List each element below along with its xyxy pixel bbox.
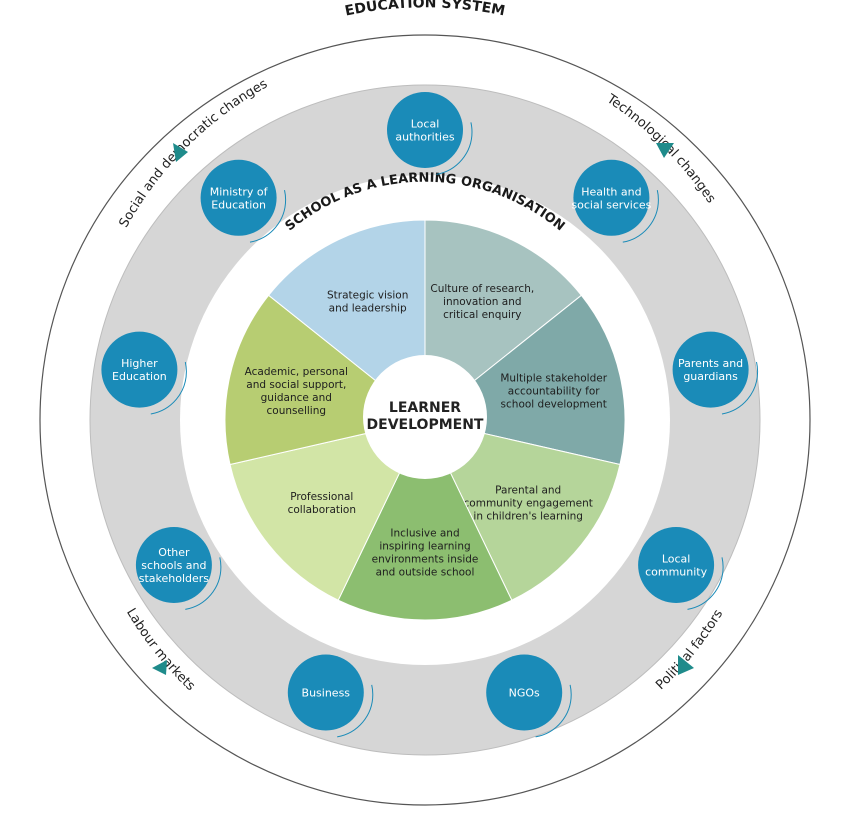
stakeholder-label: social services (571, 198, 651, 211)
stakeholder-arc (99, 328, 187, 416)
dimension-label: community engagement (464, 497, 593, 509)
stakeholder-label: guardians (683, 370, 738, 383)
dimension-label: and leadership (329, 303, 407, 315)
stakeholder-label: Local (411, 118, 440, 131)
dimension-label: Professional (290, 491, 353, 503)
stakeholder-circle (573, 159, 650, 236)
stakeholder-arc (199, 156, 287, 244)
dimension-label: innovation and (443, 296, 522, 308)
stakeholder-arc (134, 523, 222, 611)
dimension-segment (424, 419, 621, 601)
stakeholder-circle (387, 92, 463, 168)
stakeholder-circle (486, 654, 563, 731)
stakeholder-label: Other (158, 546, 190, 559)
arrow-icon (678, 655, 694, 675)
outer-title: EDUCATION SYSTEM (344, 0, 507, 20)
stakeholder-label: Business (302, 687, 351, 700)
stakeholder-label: Higher (121, 357, 158, 370)
stakeholder-label: Health and (581, 185, 641, 198)
dimension-label: guidance and (261, 392, 332, 404)
stakeholder-circle (287, 654, 364, 731)
stakeholder-arc (671, 328, 759, 416)
dimension-segment (337, 418, 513, 621)
stakeholder-label: stakeholders (139, 572, 210, 585)
dimension-label: Multiple stakeholder (500, 373, 607, 385)
dimension-label: collaboration (288, 504, 356, 516)
stakeholder-circle (135, 527, 212, 603)
stakeholder-circle (101, 331, 178, 408)
dimension-label: environments inside (372, 554, 479, 566)
stakeholder-arc (385, 88, 473, 176)
arrow-icon (656, 143, 674, 158)
center-circle (363, 355, 487, 479)
stakeholder-label: authorities (395, 131, 454, 144)
stakeholder-arc (286, 651, 374, 738)
dimension-label: and outside school (376, 567, 475, 579)
dimension-label: inspiring learning (379, 541, 470, 553)
dimension-label: counselling (267, 405, 327, 417)
stakeholder-label: schools and (141, 559, 206, 572)
stakeholder-label: Education (112, 370, 167, 383)
stakeholder-label: Local (662, 553, 691, 566)
stakeholder-arc (636, 523, 724, 611)
arrow-icon (152, 660, 167, 675)
stakeholder-label: community (645, 566, 708, 579)
center-label-line2: DEVELOPMENT (367, 417, 484, 433)
center-label-line1: LEARNER (389, 400, 461, 416)
dimension-label: critical enquiry (443, 309, 521, 321)
stakeholder-circle (200, 159, 277, 236)
stakeholder-label: Education (211, 198, 266, 211)
arrow-icon (173, 143, 188, 162)
stakeholder-arc (571, 156, 659, 244)
dimension-label: Strategic vision (327, 290, 408, 302)
dimension-label: and social support, (246, 379, 346, 391)
dimension-label: in children's learning (473, 510, 583, 522)
stakeholder-circle (638, 527, 715, 603)
stakeholder-label: Ministry of (210, 185, 269, 198)
dimension-label: Parental and (495, 484, 561, 496)
dimension-segment (229, 419, 426, 601)
dimension-label: accountability for (508, 386, 600, 398)
dimension-label: Academic, personal (245, 366, 348, 378)
dimension-label: school development (501, 399, 607, 411)
dimension-label: Culture of research, (430, 283, 534, 295)
dimension-label: Inclusive and (390, 528, 459, 540)
stakeholder-arc (484, 651, 572, 738)
stakeholder-circle (672, 331, 749, 408)
stakeholder-label: NGOs (509, 687, 540, 700)
stakeholder-label: Parents and (678, 357, 743, 370)
